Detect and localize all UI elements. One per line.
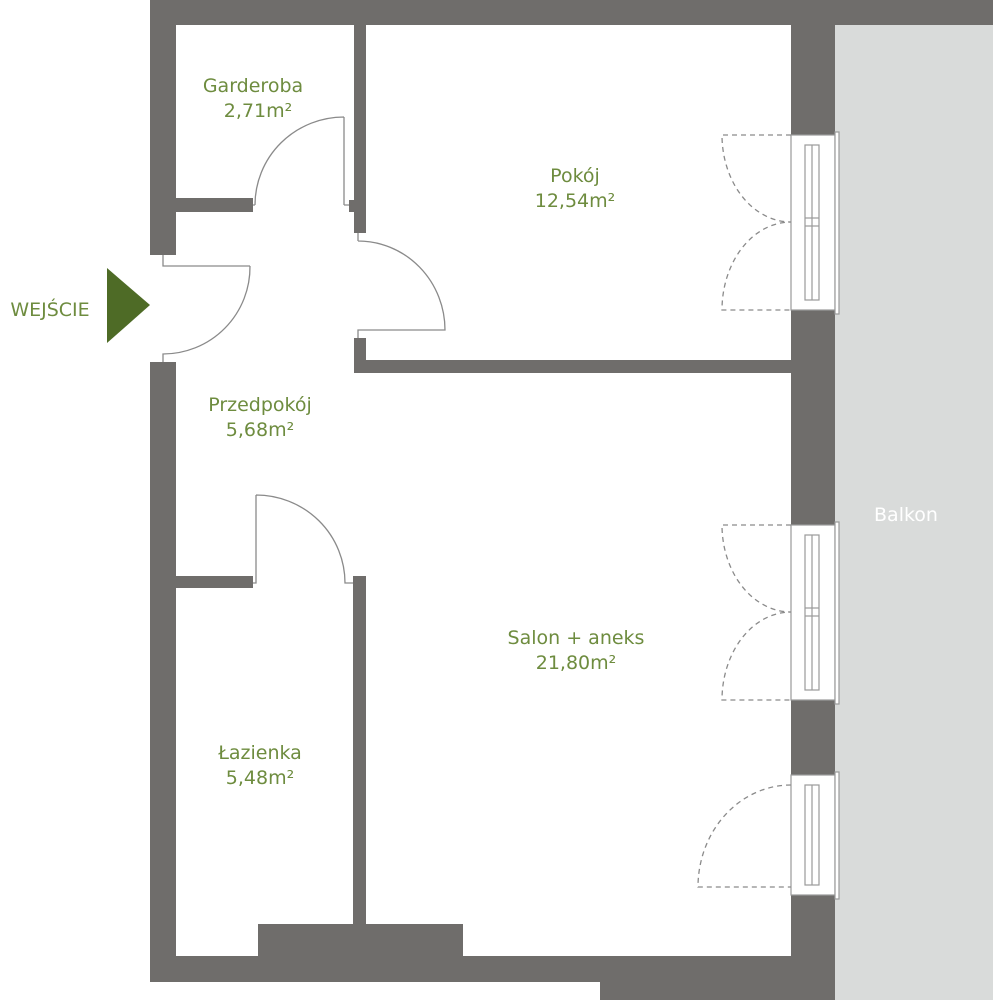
- balcony-doors: [697, 131, 840, 900]
- room-pokoj: Pokój 12,54m²: [535, 165, 616, 212]
- balcony-label: Balkon: [874, 504, 938, 526]
- room-area: 5,48m²: [226, 767, 294, 789]
- entrance-label: WEJŚCIE: [10, 297, 89, 321]
- window-pokoj: [721, 131, 840, 315]
- doors: [162, 116, 446, 584]
- window-salon-1: [721, 521, 840, 705]
- balcony-area: [835, 25, 993, 1000]
- room-area: 21,80m²: [536, 652, 617, 674]
- room-area: 12,54m²: [535, 190, 616, 212]
- room-name: Przedpokój: [208, 394, 312, 416]
- room-area: 2,71m²: [224, 100, 292, 122]
- garderoba-door: [253, 116, 349, 206]
- entrance-marker: WEJŚCIE: [10, 268, 150, 343]
- entrance-arrow-icon: [107, 268, 150, 343]
- room-area: 5,68m²: [226, 419, 294, 441]
- room-name: Pokój: [550, 165, 600, 187]
- window-salon-2: [697, 771, 840, 900]
- walls: [150, 0, 993, 1000]
- entrance-door: [162, 255, 251, 362]
- room-lazienka: Łazienka 5,48m²: [217, 742, 302, 789]
- pokoj-door: [357, 233, 446, 338]
- room-garderoba: Garderoba 2,71m²: [203, 75, 303, 122]
- room-przedpokoj: Przedpokój 5,68m²: [208, 394, 312, 441]
- room-name: Garderoba: [203, 75, 303, 97]
- room-name: Łazienka: [217, 742, 302, 764]
- room-salon: Salon + aneks 21,80m²: [508, 627, 645, 674]
- room-name: Salon + aneks: [508, 627, 645, 649]
- lazienka-door: [253, 494, 353, 584]
